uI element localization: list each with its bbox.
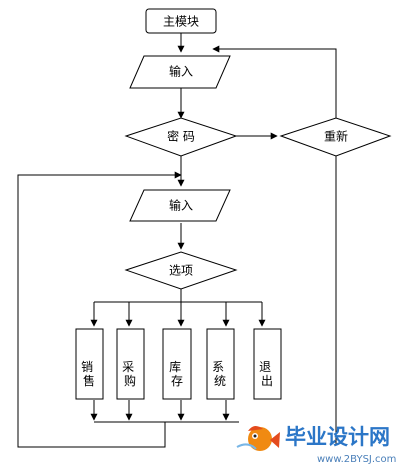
- node-label-password: 密 码: [167, 129, 195, 144]
- flowchart-node-options: 选项: [124, 251, 238, 290]
- module-label-system: 系 统: [212, 360, 228, 388]
- module-label-purchase: 采 购: [122, 360, 138, 388]
- module-exit: 退 出: [253, 328, 282, 400]
- watermark: 毕业设计网 www.2BYSJ.com: [236, 425, 396, 465]
- node-label-start: 主模块: [163, 15, 199, 29]
- node-label-options: 选项: [169, 264, 193, 278]
- module-label-exit: 退 出: [259, 360, 275, 388]
- watermark-url: www.2BYSJ.com: [317, 454, 396, 465]
- flowchart-node-retry: 重新: [279, 117, 392, 157]
- watermark-text: 毕业设计网: [285, 425, 390, 449]
- flowchart-node-start: 主模块: [145, 8, 217, 34]
- module-purchase: 采 购: [116, 328, 145, 400]
- module-inventory: 库 存: [162, 328, 192, 400]
- module-system: 系 统: [206, 328, 235, 400]
- connectors: [17, 33, 337, 448]
- node-label-retry: 重新: [324, 129, 348, 144]
- flowchart-node-password: 密 码: [124, 117, 238, 157]
- module-label-inventory: 库 存: [169, 359, 185, 388]
- fish-icon: [236, 425, 280, 451]
- module-label-sales: 销 售: [81, 360, 97, 388]
- flowchart-node-input-2: 输入: [129, 189, 231, 222]
- node-label-input-2: 输入: [169, 198, 193, 213]
- node-label-input-1: 输入: [169, 64, 193, 79]
- module-sales: 销 售: [75, 328, 104, 400]
- flowchart-node-input-1: 输入: [129, 55, 231, 89]
